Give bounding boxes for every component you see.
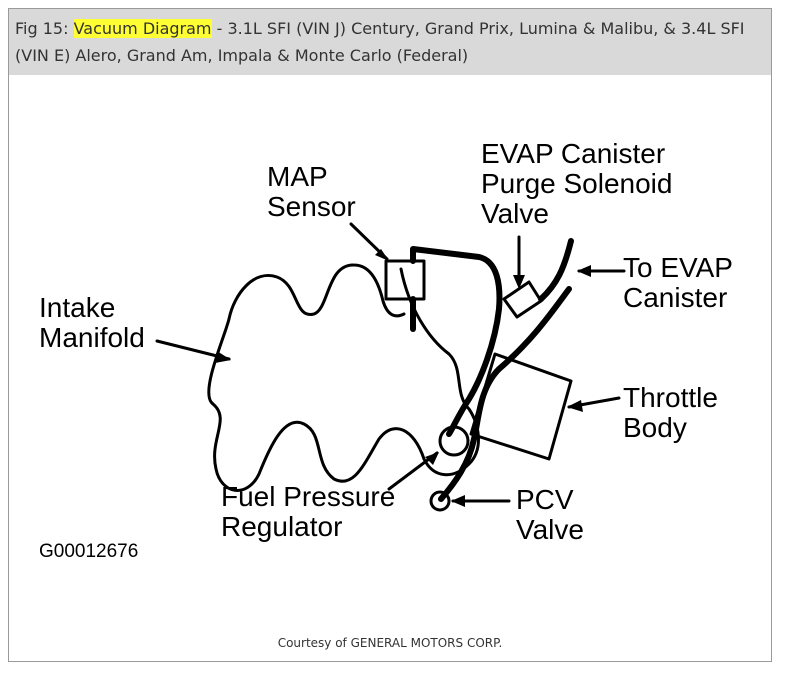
throttle-label-line2: Body [623,412,687,443]
courtesy-note: Courtesy of GENERAL MOTORS CORP. [277,636,503,650]
fuel-label-line2: Regulator [221,511,342,542]
caption-rest: - 3.1L SFI (VIN J) Century, Grand Prix, … [15,19,745,65]
fuel-arrowhead [425,452,439,465]
intake-arrowhead [215,351,231,363]
throttle-label-line1: Throttle [623,382,718,413]
throttle-arrowhead [567,400,583,412]
evap-label-line1: EVAP Canister [481,138,665,169]
intake-manifold-outline [207,263,480,492]
evap-arrowhead [513,275,525,289]
fuel-pressure-regulator [438,425,470,457]
pcv-label-line1: PCV [516,484,574,515]
intake-label-line1: Intake [39,292,115,323]
vacuum-diagram: MAP Sensor EVAP Canister Purge Solenoid … [39,138,733,562]
pcv-valve [429,490,451,512]
pcv-label-line2: Valve [516,514,584,545]
evap-hose [538,238,574,302]
figure-caption: Fig 15: Vacuum Diagram - 3.1L SFI (VIN J… [9,9,771,75]
figure-code: G00012676 [39,541,138,562]
fuel-label-line1: Fuel Pressure [221,481,395,512]
evap-label-line3: Valve [481,198,549,229]
pcv-arrowhead [451,495,465,507]
to-evap-label-line2: Canister [623,282,727,313]
map-sensor-box [384,259,426,301]
caption-prefix: Fig 15: [15,19,74,38]
caption-highlight: Vacuum Diagram [73,19,212,38]
evap-purge-solenoid [502,280,543,319]
evap-label-line2: Purge Solenoid [481,168,672,199]
to-evap-label-line1: To EVAP [623,252,733,283]
intake-label-line2: Manifold [39,322,145,353]
throttle-hose [438,286,572,502]
figure-frame: Fig 15: Vacuum Diagram - 3.1L SFI (VIN J… [8,8,772,662]
map-label-line1: MAP [267,161,328,192]
map-label-line2: Sensor [267,191,356,222]
map-to-throttle-hose [410,246,503,437]
to-evap-arrowhead [577,265,591,277]
map-arrowhead [375,249,389,261]
